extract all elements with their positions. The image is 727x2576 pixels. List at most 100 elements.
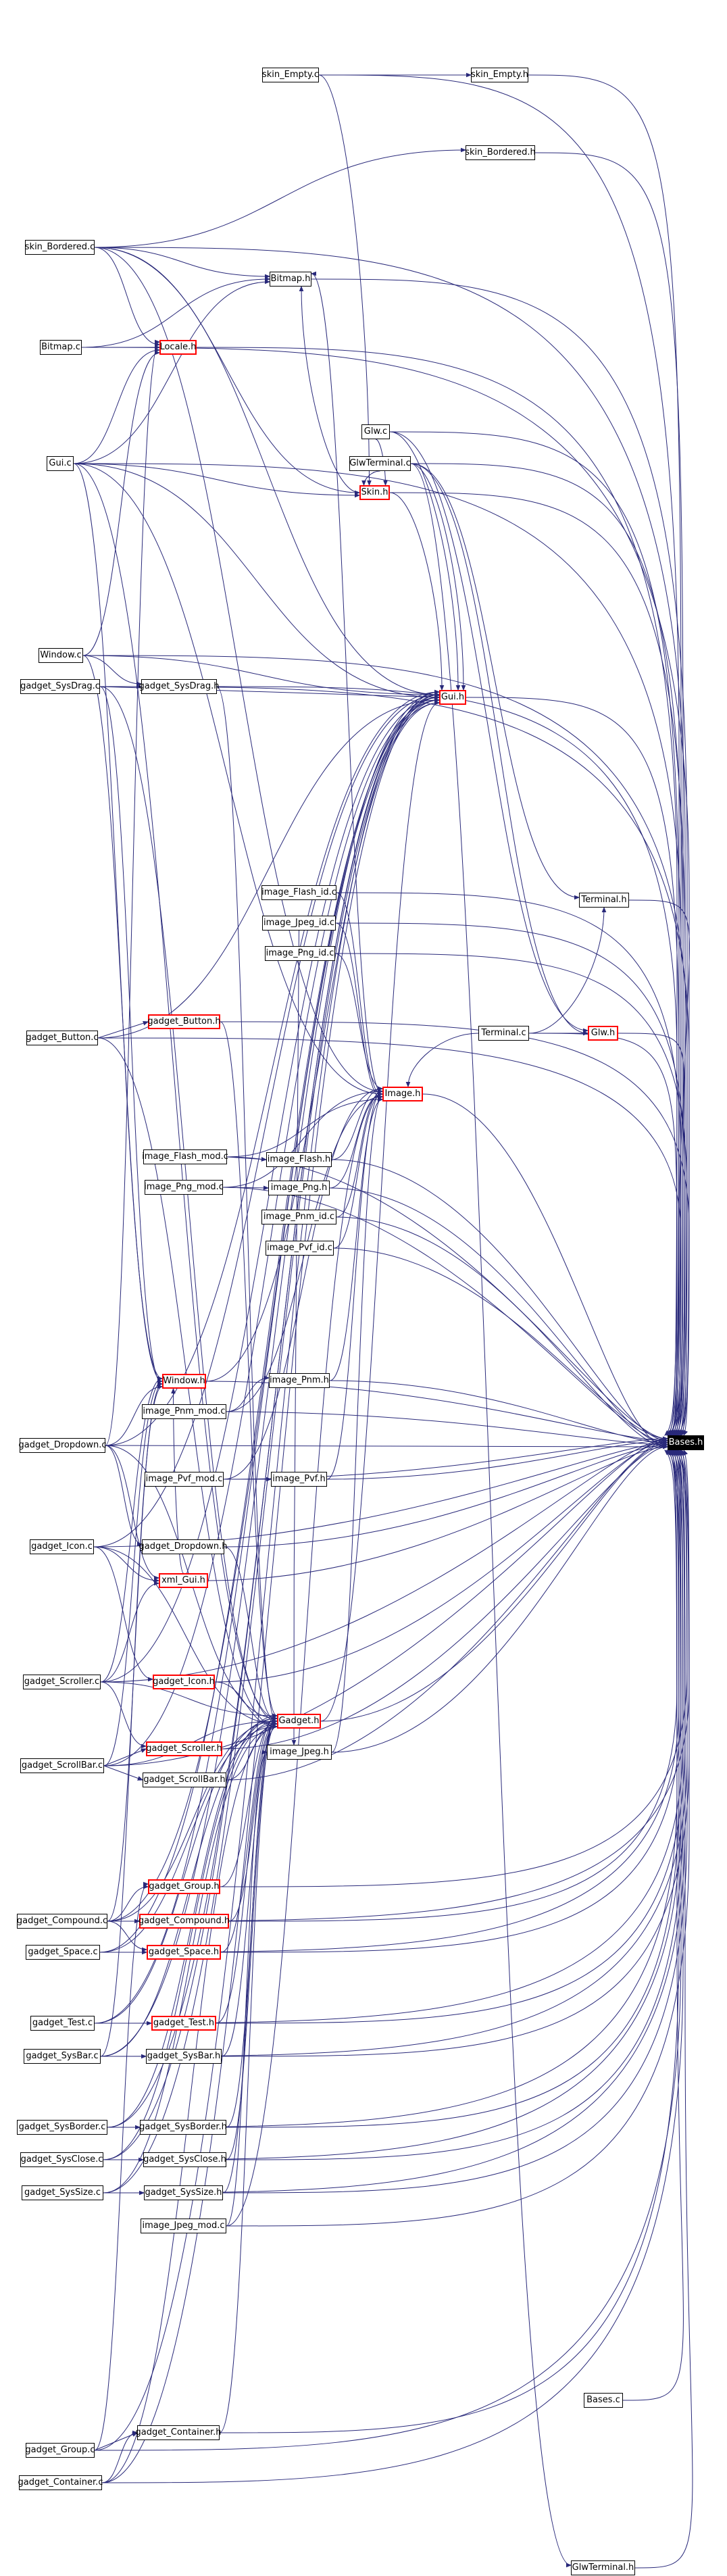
edge-iPvfModC-ImageH bbox=[223, 1086, 384, 1480]
node-Terminal.h[interactable]: Terminal.h bbox=[579, 893, 629, 908]
node-gadget_Space.c[interactable]: gadget_Space.c bbox=[26, 1945, 100, 1960]
edge-gSysDragC-WindowH bbox=[99, 686, 164, 1387]
node-gadget_SysBar.h[interactable]: gadget_SysBar.h bbox=[146, 2049, 222, 2064]
edge-iJpegModC-ImageH bbox=[226, 1091, 384, 2227]
node-gadget_SysBar.c[interactable]: gadget_SysBar.c bbox=[24, 2049, 101, 2064]
node-GlwTerminal.c[interactable]: GlwTerminal.c bbox=[349, 456, 411, 471]
node-image_Pnm_mod.c[interactable]: image_Pnm_mod.c bbox=[142, 1404, 226, 1419]
node-gadget_SysClose.c[interactable]: gadget_SysClose.c bbox=[20, 2152, 103, 2167]
node-image_Pvf.h[interactable]: image_Pvf.h bbox=[271, 1472, 327, 1487]
edge-iJpegIdC-BasesH bbox=[335, 922, 686, 1437]
node-image_Flash_id.c[interactable]: image_Flash_id.c bbox=[261, 885, 336, 900]
edge-iPvfIdC-BasesH bbox=[333, 1247, 669, 1441]
node-gadget_Group.h[interactable]: gadget_Group.h bbox=[148, 1879, 220, 1894]
node-image_Jpeg.h[interactable]: image_Jpeg.h bbox=[267, 1745, 332, 1760]
node-image_Flash.h[interactable]: image_Flash.h bbox=[266, 1152, 332, 1167]
node-Skin.h[interactable]: Skin.h bbox=[359, 485, 390, 500]
node-Bases.h[interactable]: Bases.h bbox=[668, 1435, 704, 1450]
node-gadget_Icon.h[interactable]: gadget_Icon.h bbox=[153, 1675, 215, 1689]
edge-gSysCloseC-GuiH bbox=[103, 695, 441, 2160]
node-image_Pvf_id.c[interactable]: image_Pvf_id.c bbox=[266, 1241, 334, 1256]
edge-gIconC-GadgetH bbox=[93, 1546, 278, 1727]
node-gadget_Container.h[interactable]: gadget_Container.h bbox=[135, 2425, 222, 2440]
node-Image.h[interactable]: Image.h bbox=[382, 1087, 423, 1101]
node-gadget_Scroller.h[interactable]: gadget_Scroller.h bbox=[146, 1741, 222, 1756]
edge-iPngIdC-BasesH bbox=[334, 953, 688, 1437]
node-Bitmap.c[interactable]: Bitmap.c bbox=[40, 340, 82, 355]
node-gadget_ScrollBar.h[interactable]: gadget_ScrollBar.h bbox=[143, 1773, 226, 1787]
node-image_Jpeg_mod.c[interactable]: image_Jpeg_mod.c bbox=[141, 2219, 226, 2233]
node-Gui.c[interactable]: Gui.c bbox=[47, 456, 74, 471]
node-image_Pvf_mod.c[interactable]: image_Pvf_mod.c bbox=[145, 1472, 224, 1487]
node-gadget_SysSize.c[interactable]: gadget_SysSize.c bbox=[22, 2185, 103, 2200]
node-gadget_SysClose.h[interactable]: gadget_SysClose.h bbox=[143, 2152, 226, 2167]
node-Bitmap.h[interactable]: Bitmap.h bbox=[270, 272, 311, 287]
node-Window.c[interactable]: Window.c bbox=[39, 648, 83, 663]
node-gadget_Button.h[interactable]: gadget_Button.h bbox=[147, 1014, 221, 1029]
node-gadget_Container.c[interactable]: gadget_Container.c bbox=[18, 2475, 103, 2490]
node-Bases.c[interactable]: Bases.c bbox=[584, 2393, 623, 2408]
edge-iPvfIdC-ImageH bbox=[333, 1091, 384, 1249]
node-Glw.c[interactable]: Glw.c bbox=[361, 424, 390, 439]
edge-iFlashIdC-BasesH bbox=[336, 892, 682, 1437]
node-GlwTerminal.h[interactable]: GlwTerminal.h bbox=[571, 2560, 635, 2575]
node-image_Png_mod.c[interactable]: image_Png_mod.c bbox=[144, 1180, 224, 1195]
node-xml_Gui.h[interactable]: xml_Gui.h bbox=[159, 1573, 208, 1588]
node-gadget_Compound.h[interactable]: gadget_Compound.h bbox=[139, 1914, 230, 1929]
node-skin_Empty.h[interactable]: skin_Empty.h bbox=[471, 68, 528, 82]
node-gadget_SysDrag.h[interactable]: gadget_SysDrag.h bbox=[139, 679, 220, 694]
node-gadget_Button.c[interactable]: gadget_Button.c bbox=[26, 1031, 99, 1045]
node-Locale.h[interactable]: Locale.h bbox=[159, 340, 197, 355]
edge-gContH-GadgetH bbox=[219, 1713, 278, 2433]
edge-gCompC-gSpaceH bbox=[107, 1921, 148, 1952]
edge-gTestC-GuiH bbox=[94, 700, 441, 2024]
node-gadget_Icon.c[interactable]: gadget_Icon.c bbox=[30, 1539, 94, 1554]
node-gadget_Group.c[interactable]: gadget_Group.c bbox=[25, 2443, 95, 2458]
node-Glw.h[interactable]: Glw.h bbox=[588, 1026, 618, 1041]
edge-gTestC-GadgetH bbox=[94, 1716, 278, 2024]
edge-iJpegH-BasesH bbox=[331, 1444, 669, 1753]
edge-iPngModC-BasesH bbox=[222, 1187, 669, 1445]
node-gadget_Compound.c[interactable]: gadget_Compound.c bbox=[17, 1914, 107, 1929]
node-Terminal.c[interactable]: Terminal.c bbox=[478, 1026, 529, 1041]
node-image_Flash_mod.c[interactable]: image_Flash_mod.c bbox=[142, 1149, 228, 1164]
node-image_Png_id.c[interactable]: image_Png_id.c bbox=[265, 946, 335, 961]
edge-WindowC-BasesH bbox=[82, 655, 688, 1437]
edge-sEmptyC-SkinH bbox=[318, 74, 372, 487]
edge-GlwC-SkinH bbox=[375, 439, 388, 487]
node-Gui.h[interactable]: Gui.h bbox=[439, 690, 466, 705]
edge-WindowC-LocaleH bbox=[82, 350, 161, 656]
node-skin_Bordered.h[interactable]: skin_Bordered.h bbox=[465, 145, 536, 160]
node-gadget_Test.h[interactable]: gadget_Test.h bbox=[151, 2016, 216, 2031]
node-gadget_Space.h[interactable]: gadget_Space.h bbox=[147, 1945, 221, 1960]
node-Window.h[interactable]: Window.h bbox=[162, 1374, 206, 1389]
edge-SkinH-BitmapH bbox=[299, 285, 360, 493]
edge-gSysSizeC-BasesH bbox=[103, 1449, 686, 2194]
edge-WindowH-GuiH bbox=[205, 700, 441, 1382]
node-gadget_SysSize.h[interactable]: gadget_SysSize.h bbox=[144, 2185, 223, 2200]
edge-TermH-BasesH bbox=[628, 899, 690, 1436]
edge-gScrollerC-BasesH bbox=[100, 1436, 669, 1683]
node-skin_Bordered.c[interactable]: skin_Bordered.c bbox=[25, 240, 95, 255]
edge-GlwTermC-BasesH bbox=[410, 463, 684, 1437]
node-gadget_ScrollBar.c[interactable]: gadget_ScrollBar.c bbox=[20, 1758, 104, 1773]
node-image_Pnm_id.c[interactable]: image_Pnm_id.c bbox=[261, 1210, 336, 1224]
node-gadget_SysBorder.c[interactable]: gadget_SysBorder.c bbox=[17, 2120, 107, 2135]
node-gadget_Scroller.c[interactable]: gadget_Scroller.c bbox=[23, 1675, 101, 1689]
edge-GuiC-ImageH bbox=[73, 463, 384, 1097]
node-gadget_Test.c[interactable]: gadget_Test.c bbox=[30, 2016, 95, 2031]
node-image_Pnm.h[interactable]: image_Pnm.h bbox=[269, 1373, 330, 1388]
node-skin_Empty.c[interactable]: skin_Empty.c bbox=[262, 68, 319, 82]
node-image_Jpeg_id.c[interactable]: image_Jpeg_id.c bbox=[262, 916, 336, 931]
node-Gadget.h[interactable]: Gadget.h bbox=[277, 1714, 321, 1729]
node-gadget_Dropdown.c[interactable]: gadget_Dropdown.c bbox=[19, 1438, 106, 1453]
node-gadget_Dropdown.h[interactable]: gadget_Dropdown.h bbox=[139, 1539, 228, 1554]
node-gadget_SysBorder.h[interactable]: gadget_SysBorder.h bbox=[139, 2120, 227, 2135]
node-image_Png.h[interactable]: image_Png.h bbox=[268, 1181, 330, 1195]
edge-gIconC-GuiH bbox=[93, 692, 441, 1547]
edge-gContC-BasesH bbox=[101, 1449, 684, 2483]
edge-gDropC-BasesH bbox=[105, 1444, 669, 1450]
edge-gSysCloseC-BasesH bbox=[103, 1449, 682, 2160]
node-gadget_SysDrag.c[interactable]: gadget_SysDrag.c bbox=[20, 679, 100, 694]
